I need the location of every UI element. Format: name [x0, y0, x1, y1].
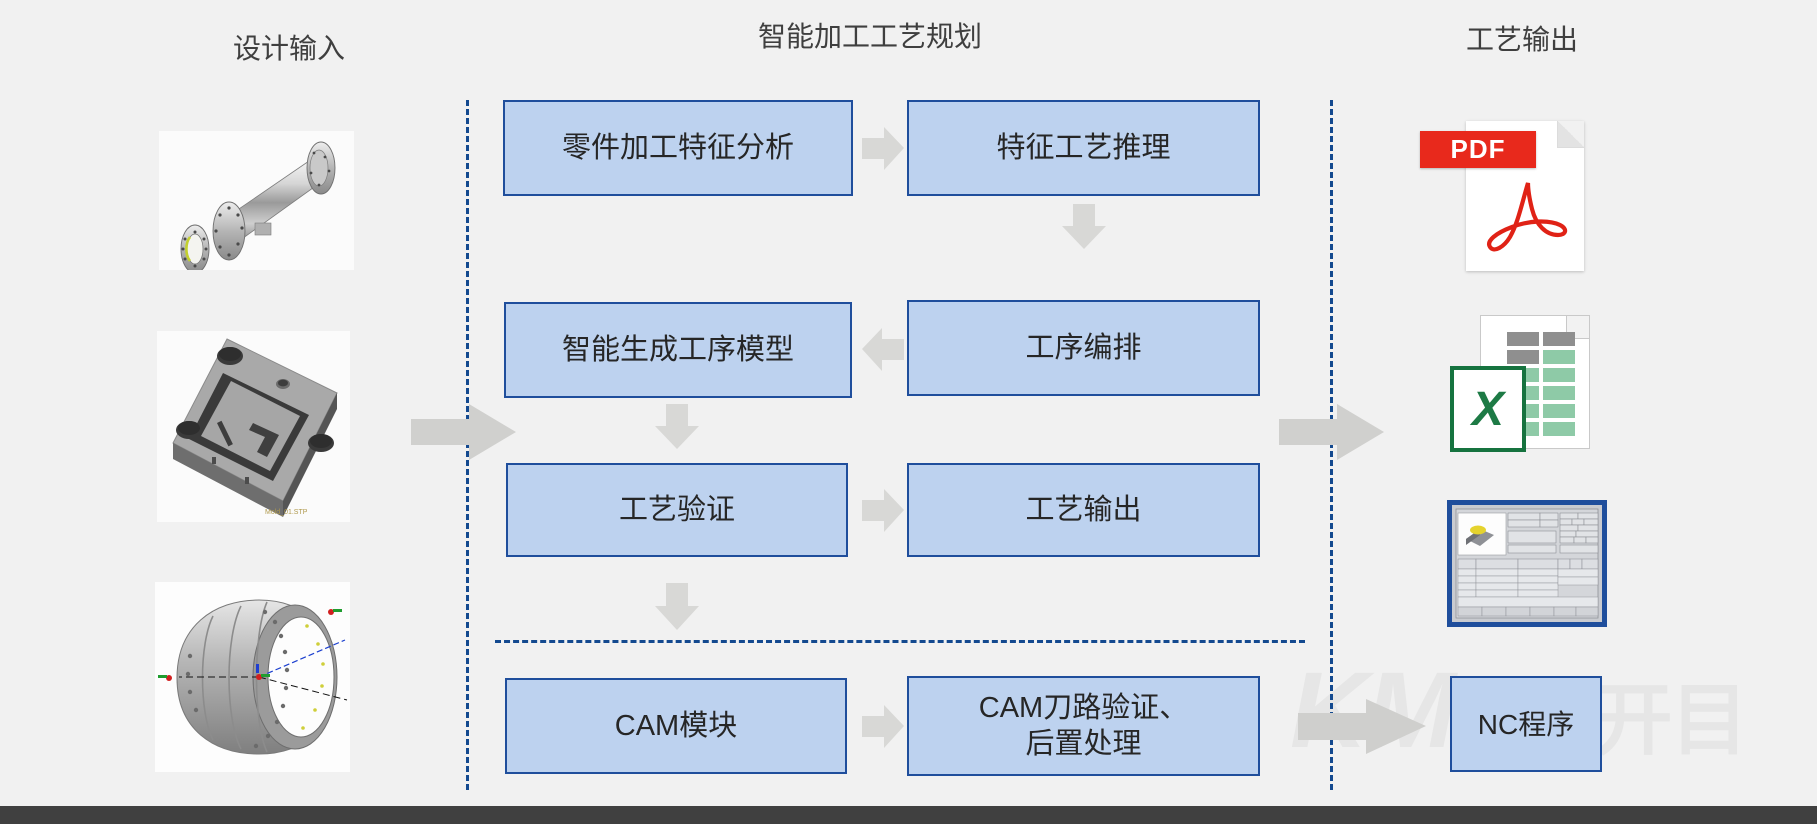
process-box-process-output[interactable]: 工艺输出	[907, 463, 1260, 557]
process-box-cam-toolpath-verification[interactable]: CAM刀路验证、 后置处理	[907, 676, 1260, 776]
process-box-label: 特征工艺推理	[996, 131, 1171, 164]
process-box-feature-reasoning[interactable]: 特征工艺推理	[907, 100, 1260, 196]
watermark-brand-cn: 开目	[1594, 676, 1749, 764]
arrow-sequencing-to-model-icon	[862, 328, 904, 371]
divider-cam-dashed	[495, 640, 1305, 643]
process-box-cam-module[interactable]: CAM模块	[505, 678, 847, 774]
process-box-label: 工序编排	[1025, 331, 1142, 364]
process-box-nc-program[interactable]: NC程序	[1450, 676, 1602, 772]
process-box-operation-sequencing[interactable]: 工序编排	[907, 300, 1260, 396]
arrow-toolpath-to-nc-icon	[1298, 699, 1426, 754]
arrow-reasoning-to-sequencing-icon	[1062, 204, 1106, 249]
design-input-shaft-housing-image	[159, 131, 354, 270]
design-input-mold-plate-image: Mold_01.STP	[157, 331, 350, 522]
process-box-label: 工艺输出	[1025, 493, 1142, 526]
process-box-label-line1: CAM刀路验证、	[978, 691, 1189, 724]
process-box-process-verification[interactable]: 工艺验证	[506, 463, 848, 557]
arrow-input-to-flow-icon	[411, 404, 516, 460]
svg-text:Mold_01.STP: Mold_01.STP	[265, 509, 308, 516]
arrow-verification-to-output-icon	[862, 489, 904, 532]
excel-file-icon: X	[1450, 311, 1595, 459]
process-box-label: 工艺验证	[618, 493, 735, 526]
pdf-file-icon: PDF	[1420, 113, 1608, 278]
process-box-generate-operation-model[interactable]: 智能生成工序模型	[504, 302, 852, 398]
process-box-label: 零件加工特征分析	[561, 131, 794, 164]
process-box-label: NC程序	[1477, 708, 1575, 740]
excel-badge-label: X	[1450, 366, 1526, 452]
page-fold-corner	[1557, 121, 1584, 148]
design-input-engine-casing-image	[155, 582, 350, 772]
process-box-label-line2: 后置处理	[1025, 728, 1142, 760]
process-box-label: 智能生成工序模型	[561, 333, 794, 366]
column-title-output: 工艺输出	[1466, 24, 1579, 55]
footer-strip	[0, 806, 1817, 824]
arrow-model-to-verification-icon	[655, 404, 699, 449]
pdf-badge-label: PDF	[1420, 131, 1536, 168]
process-box-label: CAM模块	[614, 709, 738, 742]
arrow-flow-to-output-icon	[1279, 404, 1384, 460]
process-card-icon	[1447, 500, 1607, 627]
column-title-planning: 智能加工工艺规划	[758, 21, 983, 52]
column-title-design-input: 设计输入	[233, 33, 346, 64]
arrow-cam-to-toolpath-icon	[862, 705, 904, 748]
arrow-verification-to-cam-icon	[655, 583, 699, 630]
process-box-feature-analysis[interactable]: 零件加工特征分析	[503, 100, 853, 196]
arrow-analysis-to-reasoning-icon	[862, 127, 904, 170]
